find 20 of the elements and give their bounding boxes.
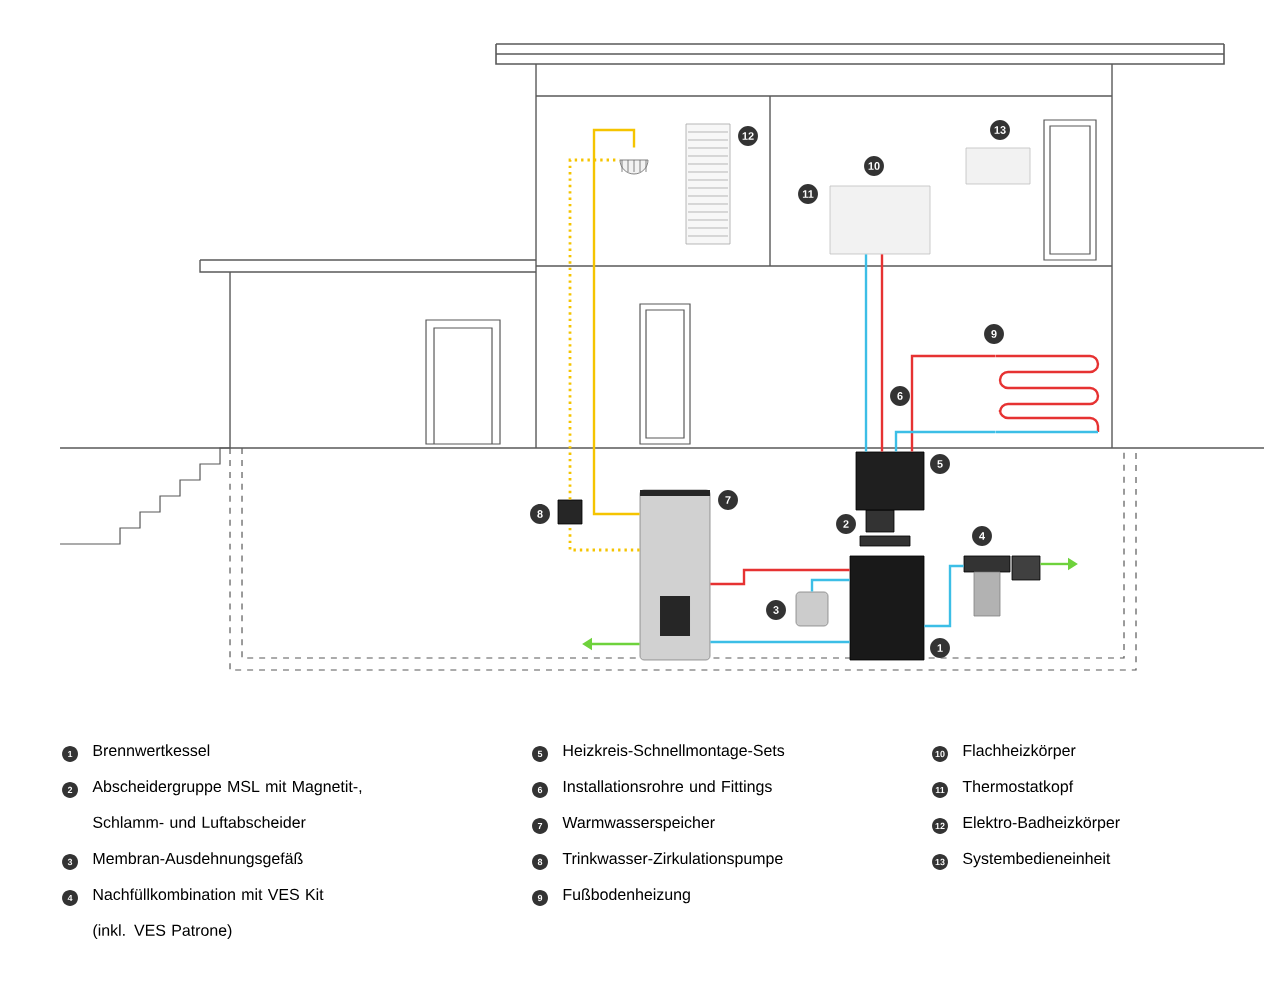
manifold-module-drawing (855, 451, 925, 511)
pipe (710, 640, 850, 644)
pipe (924, 564, 964, 628)
pipe (810, 578, 850, 592)
radiator-drawing (829, 185, 931, 255)
expansion-vessel-drawing (795, 591, 829, 627)
pump-drawing (557, 499, 583, 525)
pipe (910, 354, 996, 452)
underfloor-heating-drawing (996, 354, 1100, 434)
pipe (568, 524, 640, 552)
pipe (592, 128, 640, 516)
pipe (864, 254, 868, 452)
shower-head-drawing (619, 159, 649, 175)
storage-tank-drawing (639, 489, 711, 661)
pipe (710, 568, 850, 586)
pipe (894, 430, 996, 452)
refill-unit-drawing (963, 555, 1041, 617)
pipe (880, 254, 884, 452)
pipe (568, 158, 620, 500)
boiler-drawing (849, 555, 925, 661)
